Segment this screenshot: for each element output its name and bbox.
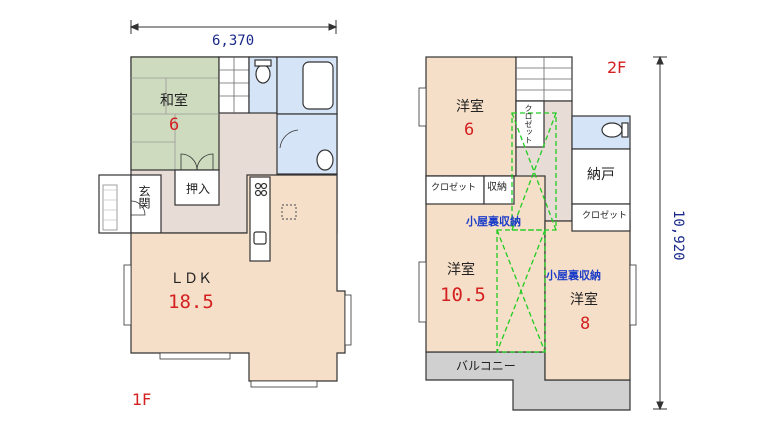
shuuno-storage	[483, 175, 515, 205]
oshiire-closet	[174, 169, 220, 206]
youshitsu-north-label: 洋室	[456, 99, 484, 115]
youshitsu-north-room	[425, 56, 517, 177]
ldk-room	[130, 174, 346, 382]
loft-storage-label-a: 小屋裏収納	[466, 215, 521, 228]
ldk-size: 18.5	[168, 291, 214, 313]
closet-north-label: クロゼット	[524, 104, 533, 144]
youshitsu-north-size: 6	[464, 120, 475, 140]
depth-dimension-label: 10,920	[670, 210, 686, 261]
genkan-label: 玄関	[137, 185, 151, 209]
first-floor-plan	[98, 56, 352, 388]
washitsu-size: 6	[169, 115, 180, 135]
dimension-width	[129, 20, 338, 34]
youshitsu-east-label: 洋室	[570, 292, 598, 308]
kitchen-counter	[249, 176, 271, 262]
loft-storage-label-b: 小屋裏収納	[546, 269, 601, 282]
balcony-label: バルコニー	[456, 359, 516, 373]
second-floor-plan	[418, 56, 637, 411]
youshitsu-west-size: 10.5	[440, 284, 486, 306]
dimension-depth	[653, 55, 667, 411]
youshitsu-east-size: 8	[580, 314, 591, 334]
loft-outline	[496, 112, 557, 353]
youshitsu-west-label: 洋室	[447, 262, 475, 278]
nando-label: 納戸	[587, 167, 615, 183]
floor-label-1f: 1F	[132, 390, 152, 409]
ldk-label: ＬＤＫ	[170, 271, 212, 287]
closet-west-label: クロゼット	[431, 183, 477, 193]
shuuno-label: 収納	[487, 182, 507, 193]
width-dimension-label: 6,370	[212, 33, 255, 49]
closet-east-label: クロゼット	[582, 211, 628, 221]
floor-label-2f: 2F	[607, 58, 627, 77]
oshiire-label: 押入	[186, 182, 211, 196]
washitsu-label: 和室	[160, 93, 188, 109]
youshitsu-west-room	[425, 175, 546, 353]
closet-east	[571, 203, 631, 232]
closet-north	[515, 100, 545, 148]
